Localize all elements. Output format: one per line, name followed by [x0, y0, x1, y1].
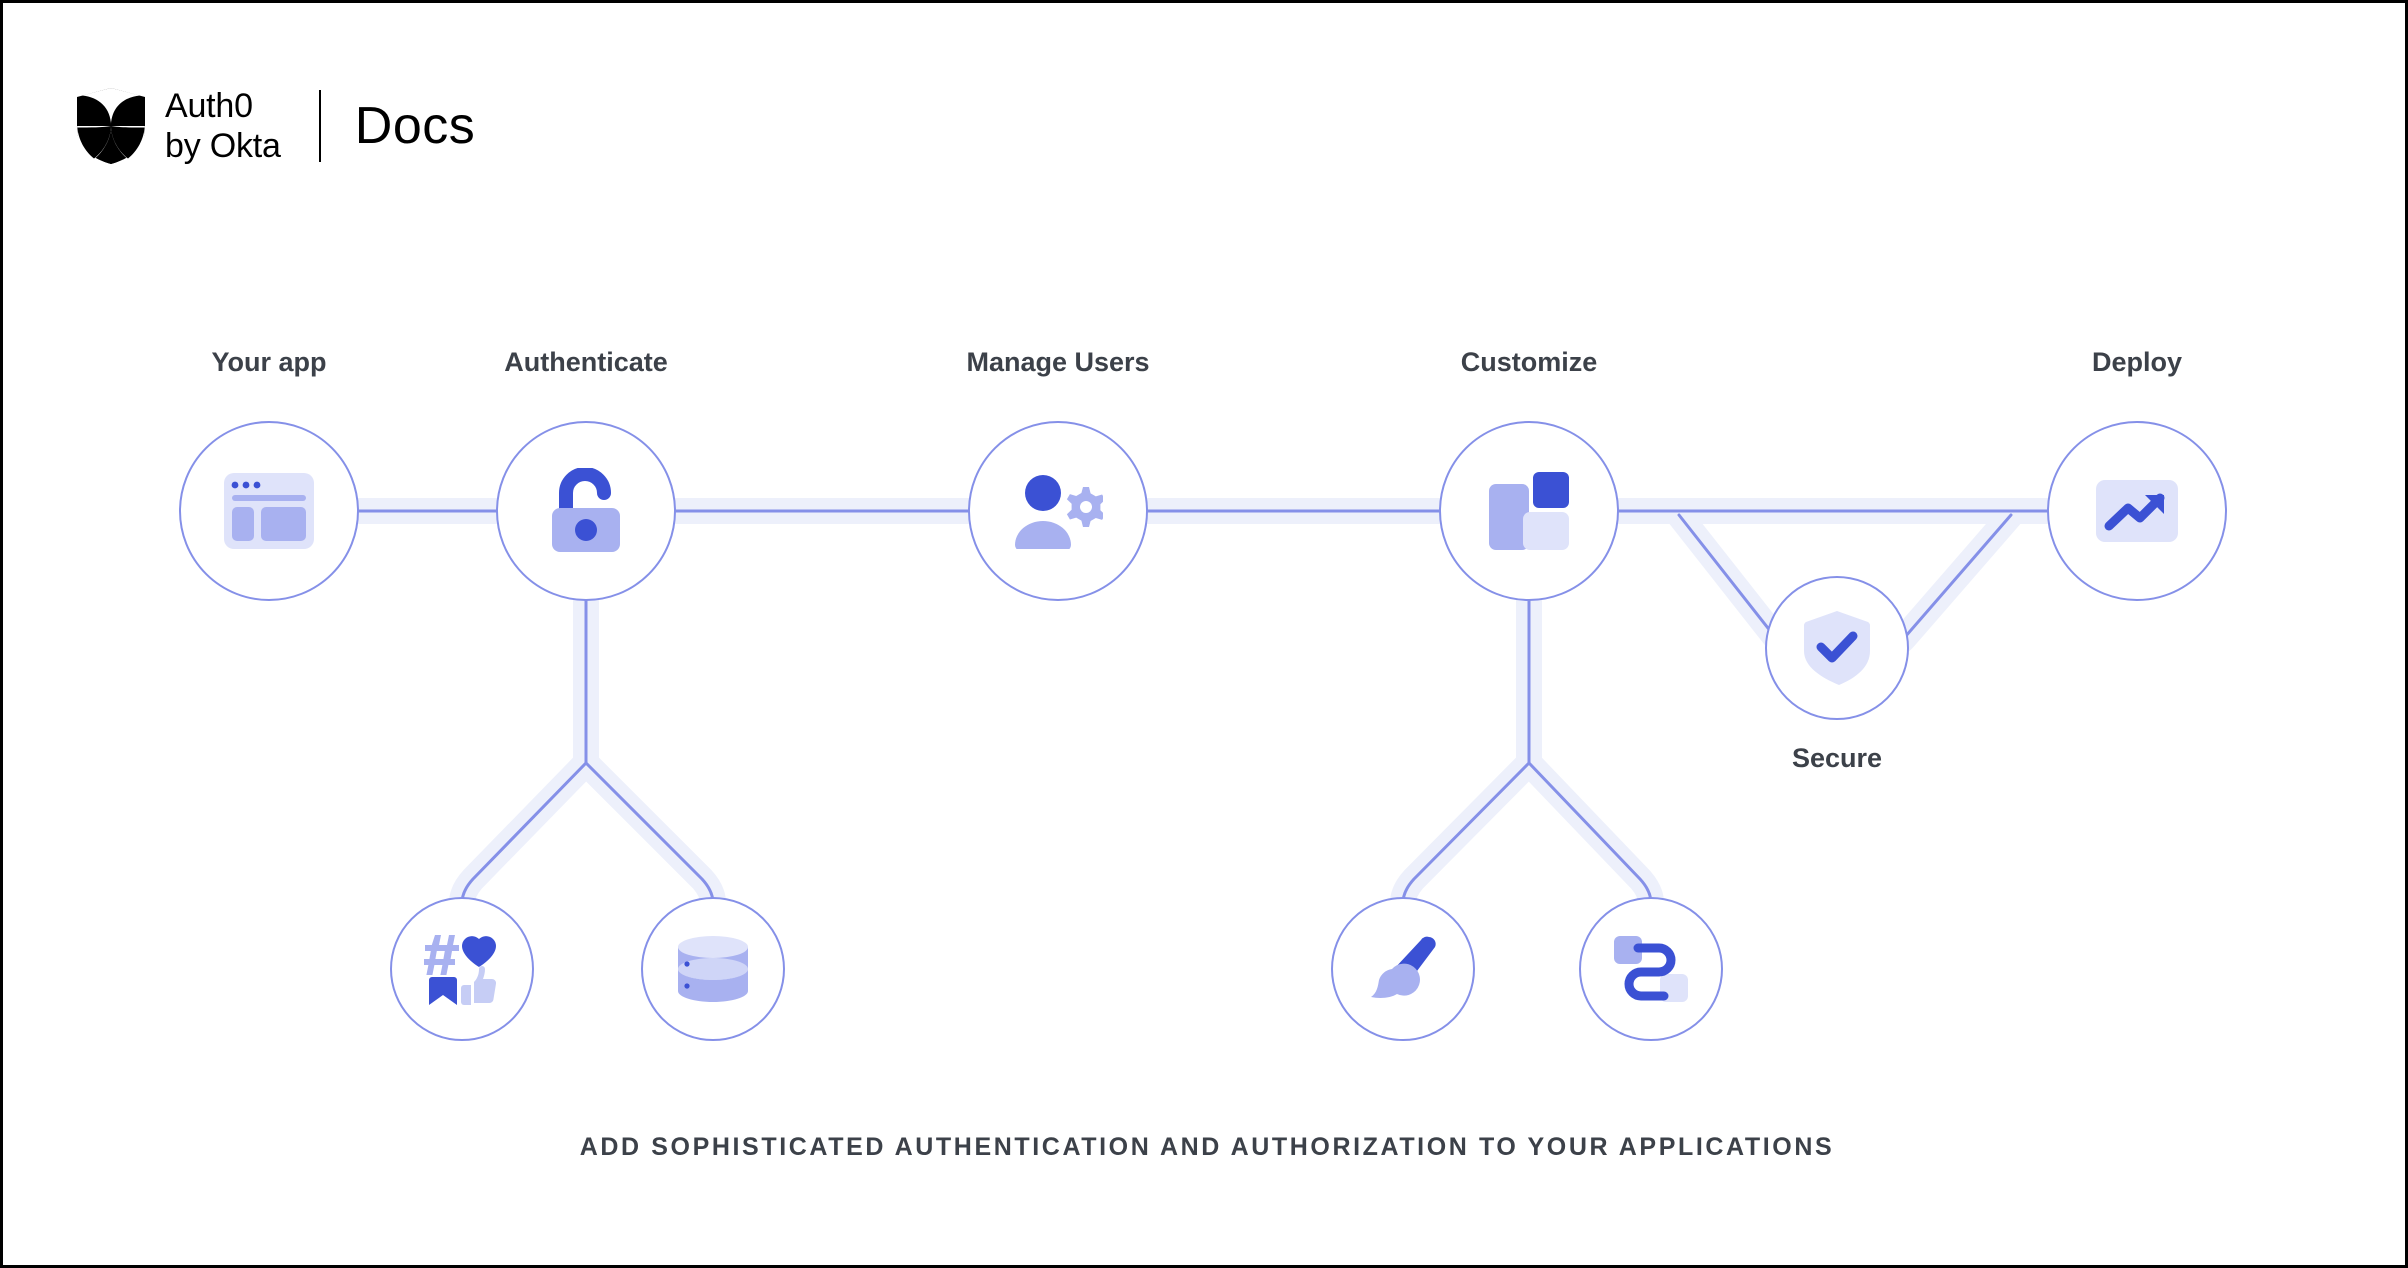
node-deploy[interactable]	[2047, 421, 2227, 601]
node-secure[interactable]	[1765, 576, 1909, 720]
browser-window-icon	[224, 473, 314, 549]
user-gear-icon	[1013, 473, 1103, 549]
connector-lines	[346, 498, 2060, 916]
workflow-link-icon	[1614, 934, 1688, 1004]
product-title: Docs	[354, 97, 476, 155]
node-social[interactable]	[390, 897, 534, 1041]
node-label-deploy: Deploy	[2091, 347, 2183, 377]
node-label-your-app: Your app	[211, 347, 327, 377]
node-label-manage-users: Manage Users	[966, 347, 1150, 377]
auth0-shield-logo-icon	[77, 88, 145, 164]
database-icon	[678, 936, 748, 1002]
unlocked-padlock-icon	[546, 468, 626, 554]
social-reactions-icon	[424, 933, 500, 1005]
layout-blocks-icon	[1489, 472, 1569, 550]
shield-check-icon	[1804, 611, 1870, 685]
node-label-secure: Secure	[1791, 743, 1883, 773]
node-authenticate[interactable]	[496, 421, 676, 601]
node-branding[interactable]	[1331, 897, 1475, 1041]
node-customize[interactable]	[1439, 421, 1619, 601]
node-extensibility[interactable]	[1579, 897, 1723, 1041]
node-your-app[interactable]	[179, 421, 359, 601]
node-database[interactable]	[641, 897, 785, 1041]
flow-diagram: Your app Authenticate Manage Users Custo…	[3, 3, 2405, 1265]
node-manage-users[interactable]	[968, 421, 1148, 601]
trending-up-icon	[2096, 480, 2178, 542]
paint-brush-icon	[1367, 933, 1439, 1005]
node-label-customize: Customize	[1460, 347, 1598, 377]
brand-divider	[318, 90, 321, 162]
node-label-authenticate: Authenticate	[504, 347, 668, 377]
diagram-caption: ADD SOPHISTICATED AUTHENTICATION AND AUT…	[579, 1133, 1835, 1161]
